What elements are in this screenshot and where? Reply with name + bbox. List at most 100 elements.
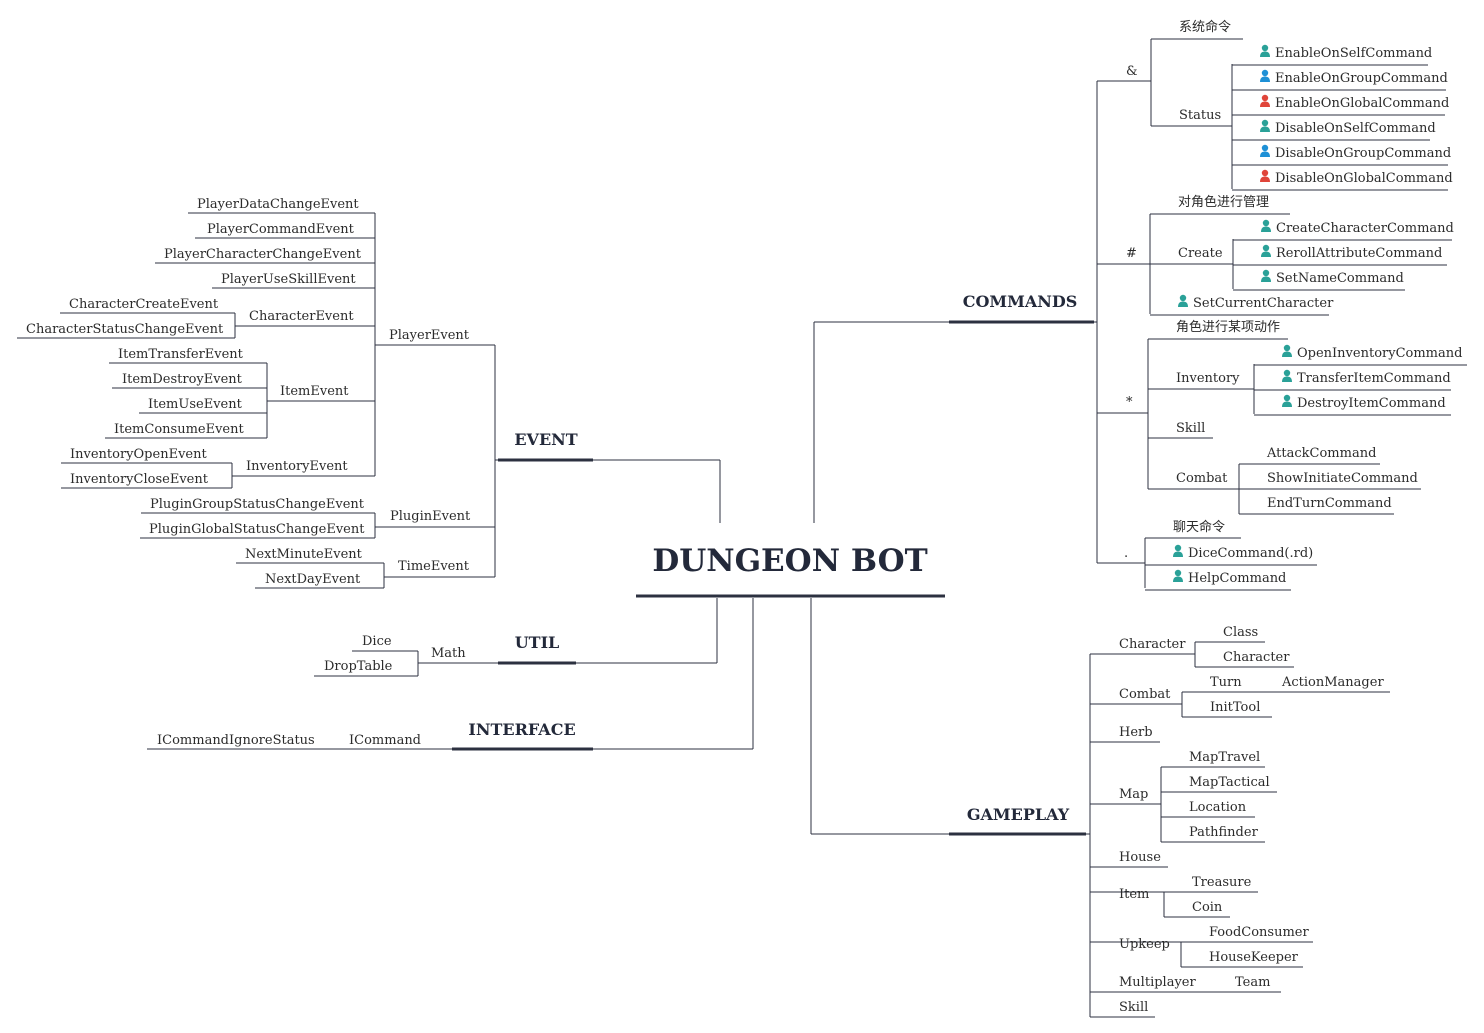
- root-title[interactable]: DUNGEON BOT: [652, 543, 927, 579]
- node-plugin-event[interactable]: PluginEvent: [390, 509, 471, 524]
- user-icon: [1173, 569, 1183, 582]
- user-icon: [1178, 294, 1188, 307]
- command-dicecommand-rd[interactable]: DiceCommand(.rd): [1188, 546, 1313, 561]
- note-character-action[interactable]: 角色进行某项动作: [1176, 319, 1280, 335]
- note-chat-commands[interactable]: 聊天命令: [1173, 519, 1225, 535]
- node-item-event[interactable]: ItemEvent: [280, 384, 349, 399]
- gameplay-pathfinder[interactable]: Pathfinder: [1189, 825, 1259, 840]
- event-plugin-group-status-change-event[interactable]: PluginGroupStatusChangeEvent: [150, 497, 365, 512]
- node-star[interactable]: *: [1126, 395, 1133, 410]
- gameplay-maptactical[interactable]: MapTactical: [1189, 775, 1270, 790]
- util-drop-table[interactable]: DropTable: [324, 659, 393, 674]
- event-itemconsumeevent[interactable]: ItemConsumeEvent: [114, 422, 244, 437]
- gameplay-class[interactable]: Class: [1223, 625, 1258, 640]
- util-dice[interactable]: Dice: [362, 634, 392, 649]
- gameplay-combat[interactable]: Combat: [1119, 687, 1171, 702]
- node-skill-command[interactable]: Skill: [1176, 421, 1205, 436]
- branch-util[interactable]: UTIL: [515, 633, 560, 652]
- node-create[interactable]: Create: [1178, 246, 1223, 261]
- branch-gameplay[interactable]: GAMEPLAY: [967, 805, 1070, 824]
- event-playerdatachangeevent[interactable]: PlayerDataChangeEvent: [197, 197, 359, 212]
- node-time-event[interactable]: TimeEvent: [398, 559, 470, 574]
- command-createcharactercommand[interactable]: CreateCharacterCommand: [1276, 221, 1454, 236]
- user-icon: [1173, 544, 1183, 557]
- event-itemtransferevent[interactable]: ItemTransferEvent: [118, 347, 244, 362]
- command-enableonglobalcommand[interactable]: EnableOnGlobalCommand: [1275, 96, 1449, 111]
- node-status[interactable]: Status: [1179, 108, 1221, 123]
- gameplay-upkeep[interactable]: Upkeep: [1119, 937, 1170, 952]
- gameplay-map[interactable]: Map: [1119, 787, 1148, 802]
- event-character-create-event[interactable]: CharacterCreateEvent: [69, 297, 219, 312]
- event-plugin-global-status-change-event[interactable]: PluginGlobalStatusChangeEvent: [149, 522, 365, 537]
- node-dot[interactable]: .: [1124, 546, 1128, 561]
- event-playeruseskillevent[interactable]: PlayerUseSkillEvent: [221, 272, 356, 287]
- node-ampersand[interactable]: &: [1126, 64, 1138, 79]
- branch-interface[interactable]: INTERFACE: [468, 720, 575, 739]
- command-disableonglobalcommand[interactable]: DisableOnGlobalCommand: [1275, 171, 1453, 186]
- gameplay-character[interactable]: Character: [1119, 637, 1186, 652]
- user-icon: [1260, 169, 1270, 182]
- gameplay-multiplayer[interactable]: Multiplayer: [1119, 975, 1196, 990]
- command-enableonselfcommand[interactable]: EnableOnSelfCommand: [1275, 46, 1432, 61]
- user-icon: [1260, 44, 1270, 57]
- command-disableonselfcommand[interactable]: DisableOnSelfCommand: [1275, 121, 1436, 136]
- user-icon: [1282, 394, 1292, 407]
- note-system-commands[interactable]: 系统命令: [1179, 19, 1231, 35]
- gameplay-maptravel[interactable]: MapTravel: [1189, 750, 1260, 765]
- command-showinitiatecommand[interactable]: ShowInitiateCommand: [1267, 471, 1418, 486]
- gameplay-skill[interactable]: Skill: [1119, 1000, 1148, 1015]
- event-itemuseevent[interactable]: ItemUseEvent: [148, 397, 243, 412]
- gameplay-location[interactable]: Location: [1189, 800, 1247, 815]
- gameplay-herb[interactable]: Herb: [1119, 725, 1153, 740]
- node-inventory-event[interactable]: InventoryEvent: [246, 459, 348, 474]
- gameplay-init-tool[interactable]: InitTool: [1210, 700, 1260, 715]
- gameplay-house-keeper[interactable]: HouseKeeper: [1209, 950, 1299, 965]
- gameplay-item[interactable]: Item: [1119, 887, 1149, 902]
- event-inventory-close-event[interactable]: InventoryCloseEvent: [70, 472, 209, 487]
- gameplay-coin[interactable]: Coin: [1192, 900, 1223, 915]
- command-rerollattributecommand[interactable]: RerollAttributeCommand: [1276, 246, 1442, 261]
- event-next-day-event[interactable]: NextDayEvent: [265, 572, 361, 587]
- branch-commands[interactable]: COMMANDS: [963, 292, 1078, 311]
- command-setcurrentcharacter[interactable]: SetCurrentCharacter: [1193, 296, 1334, 311]
- command-enableongroupcommand[interactable]: EnableOnGroupCommand: [1275, 71, 1448, 86]
- event-playercharacterchangeevent[interactable]: PlayerCharacterChangeEvent: [164, 247, 362, 262]
- command-disableongroupcommand[interactable]: DisableOnGroupCommand: [1275, 146, 1451, 161]
- node-player-event[interactable]: PlayerEvent: [389, 328, 470, 343]
- gameplay-food-consumer[interactable]: FoodConsumer: [1209, 925, 1309, 940]
- event-itemdestroyevent[interactable]: ItemDestroyEvent: [122, 372, 243, 387]
- command-transferitemcommand[interactable]: TransferItemCommand: [1297, 371, 1451, 386]
- node-character-event[interactable]: CharacterEvent: [249, 309, 354, 324]
- gameplay-action-manager[interactable]: ActionManager: [1281, 675, 1384, 690]
- command-setnamecommand[interactable]: SetNameCommand: [1276, 271, 1404, 286]
- command-endturncommand[interactable]: EndTurnCommand: [1267, 496, 1392, 511]
- node-inventory[interactable]: Inventory: [1176, 371, 1240, 386]
- command-destroyitemcommand[interactable]: DestroyItemCommand: [1297, 396, 1446, 411]
- command-helpcommand[interactable]: HelpCommand: [1188, 571, 1286, 586]
- gameplay-character-class[interactable]: Character: [1223, 650, 1290, 665]
- note-manage-character[interactable]: 对角色进行管理: [1178, 194, 1269, 210]
- user-icon: [1261, 244, 1271, 257]
- branch-event[interactable]: EVENT: [514, 430, 577, 449]
- gameplay-team[interactable]: Team: [1235, 975, 1270, 990]
- command-openinventorycommand[interactable]: OpenInventoryCommand: [1297, 346, 1462, 361]
- user-icon: [1282, 344, 1292, 357]
- node-math[interactable]: Math: [431, 646, 466, 661]
- event-character-status-change-event[interactable]: CharacterStatusChangeEvent: [26, 322, 224, 337]
- gameplay-turn[interactable]: Turn: [1210, 675, 1242, 690]
- gameplay-treasure[interactable]: Treasure: [1192, 875, 1252, 890]
- user-icon: [1261, 269, 1271, 282]
- node-combat-command[interactable]: Combat: [1176, 471, 1228, 486]
- user-icon: [1282, 369, 1292, 382]
- event-next-minute-event[interactable]: NextMinuteEvent: [245, 547, 363, 562]
- command-attackcommand[interactable]: AttackCommand: [1266, 446, 1376, 461]
- node-hash[interactable]: #: [1126, 246, 1137, 261]
- user-icon: [1261, 219, 1271, 232]
- gameplay-house[interactable]: House: [1119, 850, 1161, 865]
- event-playercommandevent[interactable]: PlayerCommandEvent: [207, 222, 355, 237]
- event-inventory-open-event[interactable]: InventoryOpenEvent: [70, 447, 207, 462]
- user-icon: [1260, 69, 1270, 82]
- interface-icommand-ignore-status[interactable]: ICommandIgnoreStatus: [157, 733, 315, 748]
- node-icommand[interactable]: ICommand: [349, 733, 421, 748]
